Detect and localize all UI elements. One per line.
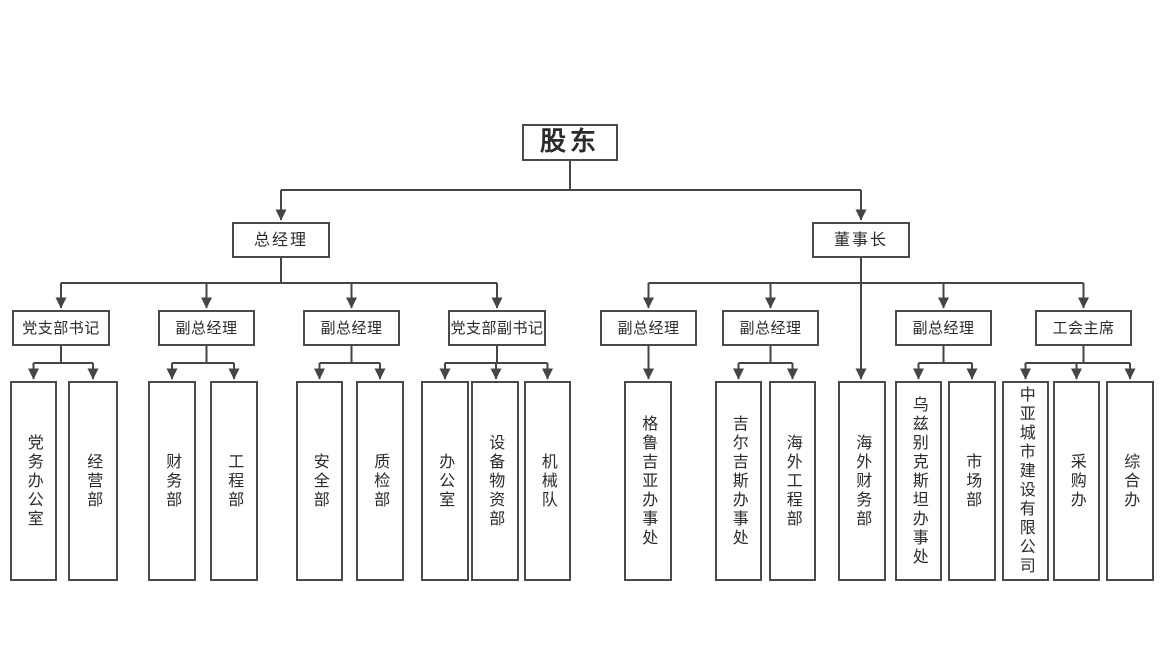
leaf-party-affairs-office: 党务办公室 [10,381,57,581]
node-deputy-gm-5-label: 副总经理 [912,318,975,337]
leaf-procurement-office-label: 采购办 [1067,452,1087,510]
node-deputy-gm-5: 副总经理 [895,310,992,346]
leaf-business-dept-label: 经营部 [84,452,104,510]
node-union-chairman: 工会主席 [1035,310,1132,346]
leaf-equipment-materials-dept: 设备物资部 [471,381,519,581]
leaf-machinery-team: 机械队 [524,381,571,581]
node-shareholders-label: 股东 [539,127,600,158]
leaf-overseas-engineering-dept-label: 海外工程部 [783,433,803,529]
leaf-overseas-finance-dept-label: 海外财务部 [853,433,873,529]
leaf-safety-dept: 安全部 [296,381,343,581]
leaf-engineering-dept: 工程部 [210,381,258,581]
node-party-branch-secretary: 党支部书记 [12,310,110,346]
leaf-central-asia-city-construction-co: 中亚城市建设有限公司 [1002,381,1049,581]
node-party-branch-deputy-secretary: 党支部副书记 [448,310,546,346]
leaf-uzbekistan-office: 乌兹别克斯坦办事处 [895,381,942,581]
leaf-kyrgyzstan-office: 吉尔吉斯办事处 [715,381,762,581]
leaf-safety-dept-label: 安全部 [310,452,330,510]
node-deputy-gm-3: 副总经理 [600,310,697,346]
node-general-manager: 总经理 [232,222,330,258]
leaf-overseas-engineering-dept: 海外工程部 [769,381,816,581]
leaf-party-affairs-office-label: 党务办公室 [24,433,44,529]
node-chairman: 董事长 [812,222,910,258]
leaf-engineering-dept-label: 工程部 [225,452,245,510]
leaf-georgia-office: 格鲁吉亚办事处 [624,381,672,581]
leaf-market-dept: 市场部 [948,381,996,581]
leaf-market-dept-label: 市场部 [963,452,983,510]
leaf-quality-inspection-dept-label: 质检部 [371,452,391,510]
leaf-general-affairs-office: 综合办 [1106,381,1154,581]
node-deputy-gm-1: 副总经理 [158,310,255,346]
leaf-central-asia-city-construction-co-label: 中亚城市建设有限公司 [1016,386,1036,576]
leaf-procurement-office: 采购办 [1053,381,1100,581]
leaf-equipment-materials-dept-label: 设备物资部 [486,433,506,529]
leaf-machinery-team-label: 机械队 [538,452,558,510]
node-shareholders: 股东 [522,124,618,161]
node-deputy-gm-2-label: 副总经理 [320,318,383,337]
leaf-office-label: 办公室 [436,452,456,510]
leaf-uzbekistan-office-label: 乌兹别克斯坦办事处 [909,395,929,567]
node-general-manager-label: 总经理 [253,230,308,250]
leaf-georgia-office-label: 格鲁吉亚办事处 [639,414,659,548]
node-deputy-gm-2: 副总经理 [303,310,400,346]
node-party-branch-secretary-label: 党支部书记 [22,318,100,337]
leaf-kyrgyzstan-office-label: 吉尔吉斯办事处 [729,414,749,548]
leaf-finance-dept: 财务部 [148,381,196,581]
node-deputy-gm-4-label: 副总经理 [739,318,802,337]
node-party-branch-deputy-secretary-label: 党支部副书记 [450,318,544,337]
node-deputy-gm-3-label: 副总经理 [617,318,680,337]
node-deputy-gm-1-label: 副总经理 [175,318,238,337]
leaf-finance-dept-label: 财务部 [163,452,183,510]
leaf-office: 办公室 [421,381,469,581]
leaf-business-dept: 经营部 [68,381,118,581]
leaf-overseas-finance-dept: 海外财务部 [838,381,886,581]
leaf-general-affairs-office-label: 综合办 [1121,452,1141,510]
leaf-quality-inspection-dept: 质检部 [356,381,404,581]
node-deputy-gm-4: 副总经理 [722,310,819,346]
node-union-chairman-label: 工会主席 [1052,318,1115,337]
node-chairman-label: 董事长 [833,230,888,250]
